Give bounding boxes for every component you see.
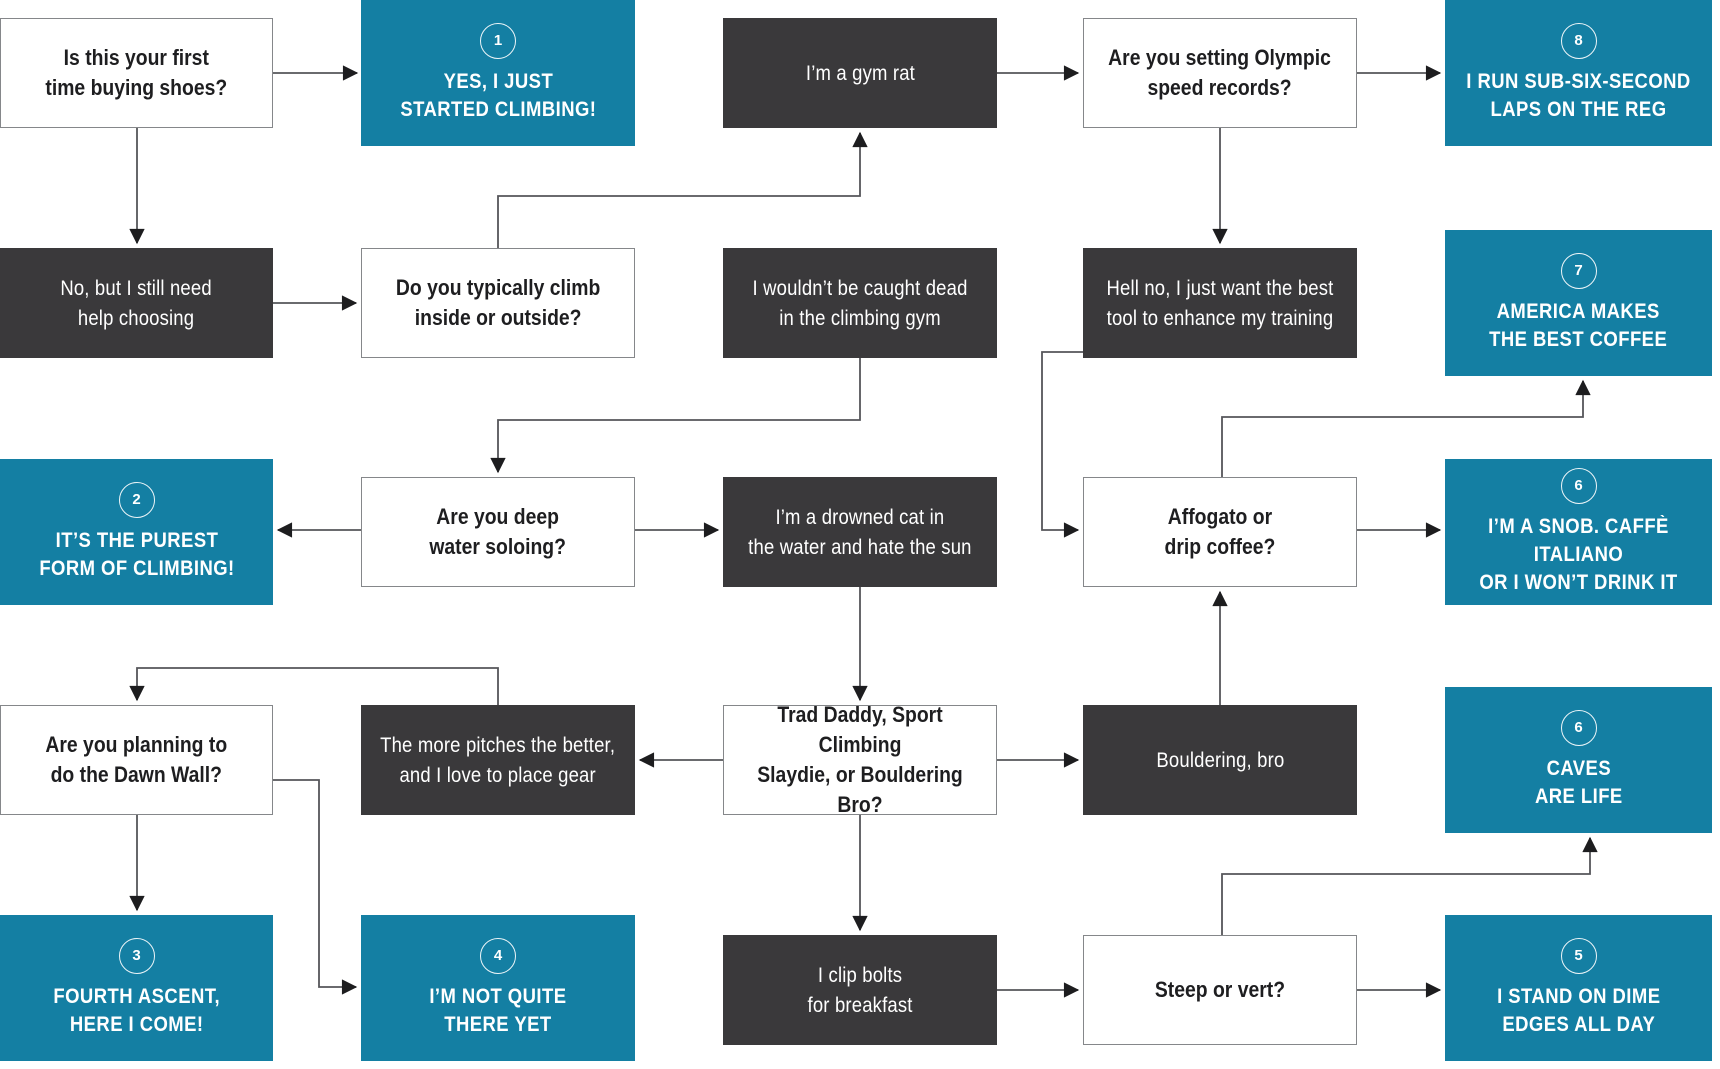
answer-bouldering-bro: Bouldering, bro xyxy=(1083,705,1357,815)
answer-label: I’m a gym rat xyxy=(805,61,915,85)
connector-pitches-to-dawn-wall xyxy=(129,667,499,705)
answer-more-pitches: The more pitches the better, and I love … xyxy=(361,705,635,815)
answer-drowned-cat: I’m a drowned cat in the water and hate … xyxy=(723,477,997,587)
answer-need-help-choosing: No, but I still need help choosing xyxy=(0,248,273,358)
step-number-badge: 7 xyxy=(1560,252,1597,289)
answer-label: Bouldering, bro xyxy=(1155,748,1284,772)
result-label: AMERICA MAKES THE BEST COFFEE xyxy=(1489,299,1668,351)
result-label: FOURTH ASCENT, HERE I COME! xyxy=(53,984,220,1036)
question-label: Are you planning to do the Dawn Wall? xyxy=(45,732,228,787)
question-label: Do you typically climb inside or outside… xyxy=(395,275,601,330)
question-first-time-buying: Is this your first time buying shoes? xyxy=(0,18,273,128)
answer-label: I’m a drowned cat in the water and hate … xyxy=(748,505,972,559)
question-trad-sport-boulder: Trad Daddy, Sport Climbing Slaydie, or B… xyxy=(723,702,997,817)
step-number-badge: 2 xyxy=(118,481,155,518)
question-label: Are you setting Olympic speed records? xyxy=(1108,45,1332,100)
result-label: CAVES ARE LIFE xyxy=(1534,756,1623,808)
result-label: I’M A SNOB. CAFFÈ ITALIANO OR I WON’T DR… xyxy=(1479,514,1678,594)
question-affogato-or-drip: Affogato or drip coffee? xyxy=(1083,477,1357,587)
step-number-badge: 1 xyxy=(480,22,516,59)
result-8-sub-six-second: 8 I RUN SUB-SIX-SECOND LAPS ON THE REG xyxy=(1445,0,1712,146)
answer-label: I wouldn’t be caught dead in the climbin… xyxy=(752,276,968,330)
question-steep-or-vert: Steep or vert? xyxy=(1083,935,1357,1045)
step-number-badge: 6 xyxy=(1560,467,1597,504)
result-5-dime-edges: 5 I STAND ON DIME EDGES ALL DAY xyxy=(1445,915,1712,1061)
connector-inside-to-gym-rat xyxy=(497,131,868,248)
step-number-badge: 5 xyxy=(1560,937,1597,974)
connector-caught-dead-to-dws xyxy=(490,358,861,474)
answer-clip-bolts: I clip bolts for breakfast xyxy=(723,935,997,1045)
result-label: IT’S THE PUREST FORM OF CLIMBING! xyxy=(38,528,235,580)
question-label: Steep or vert? xyxy=(1154,977,1286,1002)
connector-dawn-wall-to-result4 xyxy=(273,779,358,995)
answer-gym-rat: I’m a gym rat xyxy=(723,18,997,128)
question-inside-or-outside: Do you typically climb inside or outside… xyxy=(361,248,635,358)
step-number-badge: 4 xyxy=(480,937,516,974)
answer-label: I clip bolts for breakfast xyxy=(807,963,913,1017)
result-label: I RUN SUB-SIX-SECOND LAPS ON THE REG xyxy=(1466,69,1691,121)
answer-hell-no-training-tool: Hell no, I just want the best tool to en… xyxy=(1083,248,1357,358)
question-label: Trad Daddy, Sport Climbing Slaydie, or B… xyxy=(757,702,963,817)
question-deep-water-soloing: Are you deep water soloing? xyxy=(361,477,635,587)
question-olympic-speed: Are you setting Olympic speed records? xyxy=(1083,18,1357,128)
question-label: Affogato or drip coffee? xyxy=(1164,504,1276,559)
step-number-badge: 3 xyxy=(118,937,155,974)
question-label: Is this your first time buying shoes? xyxy=(45,45,228,100)
result-label: I STAND ON DIME EDGES ALL DAY xyxy=(1496,984,1661,1036)
answer-label: The more pitches the better, and I love … xyxy=(380,733,616,787)
question-label: Are you deep water soloing? xyxy=(429,504,567,559)
step-number-badge: 8 xyxy=(1560,22,1597,59)
answer-label: No, but I still need help choosing xyxy=(60,276,213,330)
question-dawn-wall: Are you planning to do the Dawn Wall? xyxy=(0,705,273,815)
answer-label: Hell no, I just want the best tool to en… xyxy=(1106,276,1334,330)
result-label: YES, I JUST STARTED CLIMBING! xyxy=(399,69,597,121)
result-label: I’M NOT QUITE THERE YET xyxy=(429,984,567,1036)
step-number-badge: 6 xyxy=(1560,709,1597,746)
answer-caught-dead-gym: I wouldn’t be caught dead in the climbin… xyxy=(723,248,997,358)
connector-hell-no-to-affogato xyxy=(1041,351,1083,538)
